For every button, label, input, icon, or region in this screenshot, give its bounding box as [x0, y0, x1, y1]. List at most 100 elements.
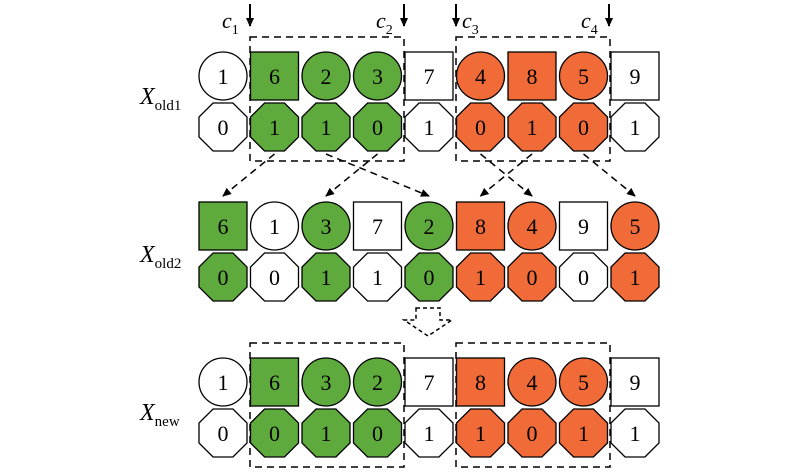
bit-value: 0 — [218, 265, 229, 290]
bit-value: 0 — [475, 115, 486, 140]
gene-value: 8 — [527, 64, 538, 89]
gene-octagon — [301, 252, 351, 302]
cut-point-c2: c2 — [376, 4, 408, 38]
bit-value: 1 — [269, 115, 280, 140]
down-arrow-icon — [401, 307, 455, 337]
gene-circle — [301, 51, 351, 101]
gene-square — [404, 357, 454, 407]
gene-value: 8 — [475, 214, 486, 239]
gene-octagon — [610, 252, 660, 302]
bit-value: 1 — [630, 265, 641, 290]
gene-circle — [301, 201, 351, 251]
gene-value: 9 — [578, 214, 589, 239]
gene-value: 9 — [630, 370, 641, 395]
gene-square — [558, 201, 609, 251]
mapping-arrow — [325, 153, 430, 197]
bit-value: 0 — [269, 421, 280, 446]
gene-octagon — [352, 102, 403, 152]
gene-square — [249, 51, 300, 101]
gene-circle — [558, 51, 609, 101]
cut-point-c1: c1 — [222, 4, 254, 38]
gene-value: 7 — [424, 64, 435, 89]
gene-value: 5 — [578, 370, 589, 395]
gene-octagon — [352, 408, 403, 458]
row-label-xold2: Xold2 — [139, 242, 181, 272]
gene-octagon — [455, 408, 506, 458]
bit-value: 1 — [630, 421, 641, 446]
bit-value: 1 — [372, 265, 383, 290]
gene-value: 9 — [630, 64, 641, 89]
bit-value: 0 — [527, 265, 538, 290]
bit-value: 1 — [321, 265, 332, 290]
gene-circle — [558, 357, 609, 407]
bit-value: 1 — [475, 265, 486, 290]
bit-value: 1 — [475, 421, 486, 446]
gene-octagon — [404, 102, 454, 152]
row-label-xnew: Xnew — [139, 400, 180, 430]
gene-circle — [610, 201, 660, 251]
gene-octagon — [301, 102, 351, 152]
gene-circle — [301, 357, 351, 407]
gene-value: 2 — [321, 64, 332, 89]
bit-value: 1 — [424, 421, 435, 446]
gene-value: 5 — [630, 214, 641, 239]
gene-square — [455, 201, 506, 251]
gene-octagon — [455, 252, 506, 302]
gene-value: 1 — [218, 370, 229, 395]
gene-circle — [507, 201, 557, 251]
bit-value: 0 — [372, 421, 383, 446]
cut-point-c3: c3 — [452, 4, 479, 38]
gene-octagon — [507, 408, 557, 458]
gene-square — [404, 51, 454, 101]
gene-value: 3 — [372, 64, 383, 89]
gene-square — [455, 357, 506, 407]
gene-octagon — [198, 252, 248, 302]
gene-value: 8 — [475, 370, 486, 395]
gene-square — [198, 201, 248, 251]
gene-value: 1 — [218, 64, 229, 89]
gene-value: 2 — [424, 214, 435, 239]
gene-circle — [352, 357, 403, 407]
gene-octagon — [455, 102, 506, 152]
gene-octagon — [558, 102, 609, 152]
bit-value: 1 — [321, 115, 332, 140]
bit-value: 0 — [578, 265, 589, 290]
bit-value: 1 — [321, 421, 332, 446]
gene-circle — [249, 201, 300, 251]
cut-label-c1: c1 — [222, 8, 239, 38]
gene-octagon — [558, 252, 609, 302]
gene-value: 6 — [269, 370, 280, 395]
row-labels: Xold1 Xold2 Xnew — [139, 84, 181, 430]
bit-value: 0 — [527, 421, 538, 446]
gene-circle — [404, 201, 454, 251]
gene-octagon — [404, 408, 454, 458]
gene-value: 4 — [475, 64, 486, 89]
row-label-xold1: Xold1 — [139, 84, 181, 114]
gene-square — [610, 51, 660, 101]
gene-circle — [352, 51, 403, 101]
gene-octagon — [249, 102, 300, 152]
gene-octagon — [249, 252, 300, 302]
gene-value: 7 — [424, 370, 435, 395]
cut-points: c1 c2 c3 c4 — [222, 4, 613, 38]
bit-value: 1 — [527, 115, 538, 140]
gene-value: 5 — [578, 64, 589, 89]
gene-octagon — [198, 408, 248, 458]
gene-octagon — [610, 102, 660, 152]
gene-value: 4 — [527, 370, 538, 395]
gene-value: 1 — [269, 214, 280, 239]
gene-value: 4 — [527, 214, 538, 239]
bit-value: 0 — [578, 115, 589, 140]
bit-value: 1 — [630, 115, 641, 140]
gene-octagon — [610, 408, 660, 458]
gene-octagon — [404, 252, 454, 302]
bit-value: 0 — [218, 115, 229, 140]
gene-circle — [507, 357, 557, 407]
cut-label-c2: c2 — [376, 8, 393, 38]
bit-value: 0 — [218, 421, 229, 446]
